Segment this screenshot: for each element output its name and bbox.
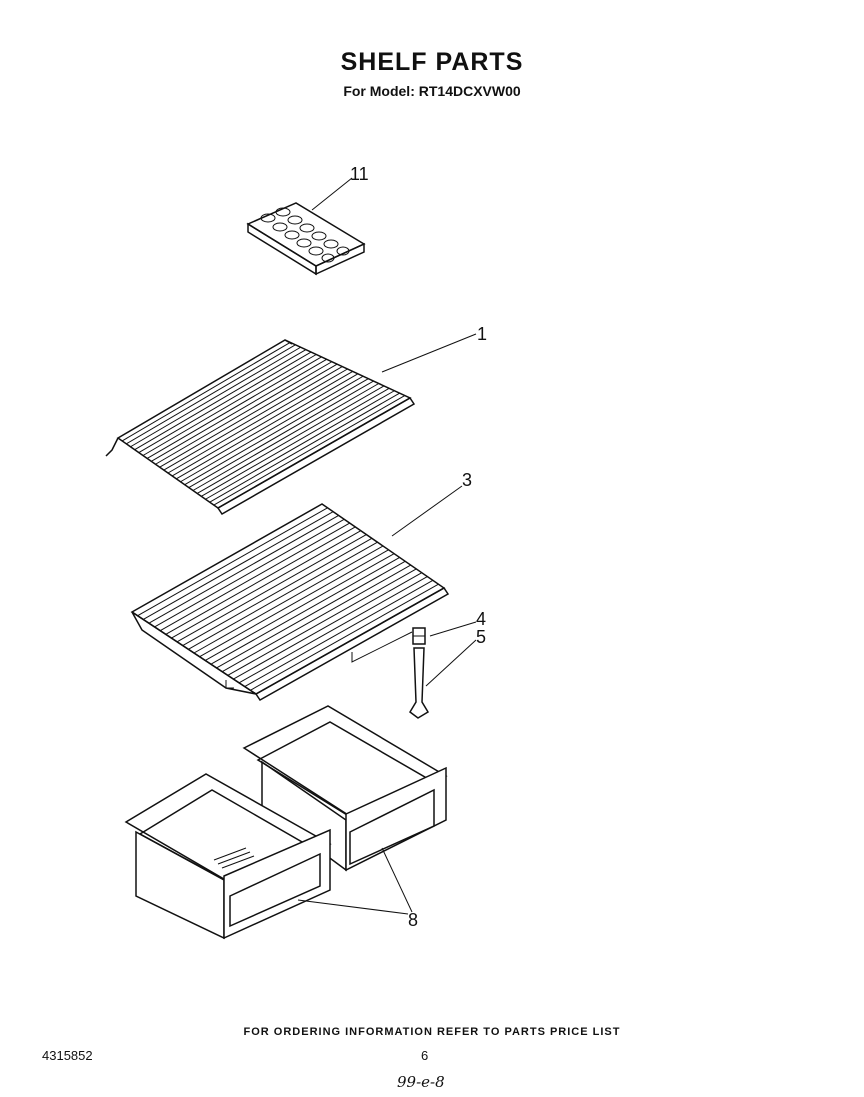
crisper-cover-part — [130, 503, 450, 701]
callout-11: 11 — [350, 164, 369, 184]
leader-line-4 — [429, 621, 477, 637]
leader-line-3 — [391, 485, 463, 537]
model-subtitle: For Model: RT14DCXVW00 — [343, 83, 521, 99]
crisper-drawer-back — [242, 705, 448, 872]
leader-line-11 — [311, 177, 353, 211]
leader-line-1 — [381, 333, 477, 373]
ice-tray-part — [246, 202, 366, 276]
page-number: 6 — [421, 1048, 429, 1063]
shelf-wire-bars — [121, 341, 406, 506]
support-bracket-part — [412, 627, 426, 645]
ordering-note: FOR ORDERING INFORMATION REFER TO PARTS … — [243, 1026, 621, 1038]
crisper-drawer-front — [124, 773, 332, 940]
support-rod-part — [409, 647, 430, 719]
document-number: 4315852 — [42, 1048, 93, 1063]
handwritten-note: 99-e-8 — [397, 1073, 445, 1091]
page-title: SHELF PARTS — [340, 48, 524, 76]
leader-line-8a — [297, 899, 409, 915]
callout-1: 1 — [477, 324, 487, 344]
callout-5: 5 — [476, 627, 486, 647]
leader-line-8b — [381, 847, 413, 913]
callout-3: 3 — [462, 470, 472, 490]
callout-8: 8 — [408, 910, 418, 930]
wire-shelf-part — [105, 339, 416, 515]
callout-4: 4 — [476, 609, 486, 629]
leader-line-5 — [425, 639, 477, 687]
cover-grid-bars — [137, 507, 439, 691]
